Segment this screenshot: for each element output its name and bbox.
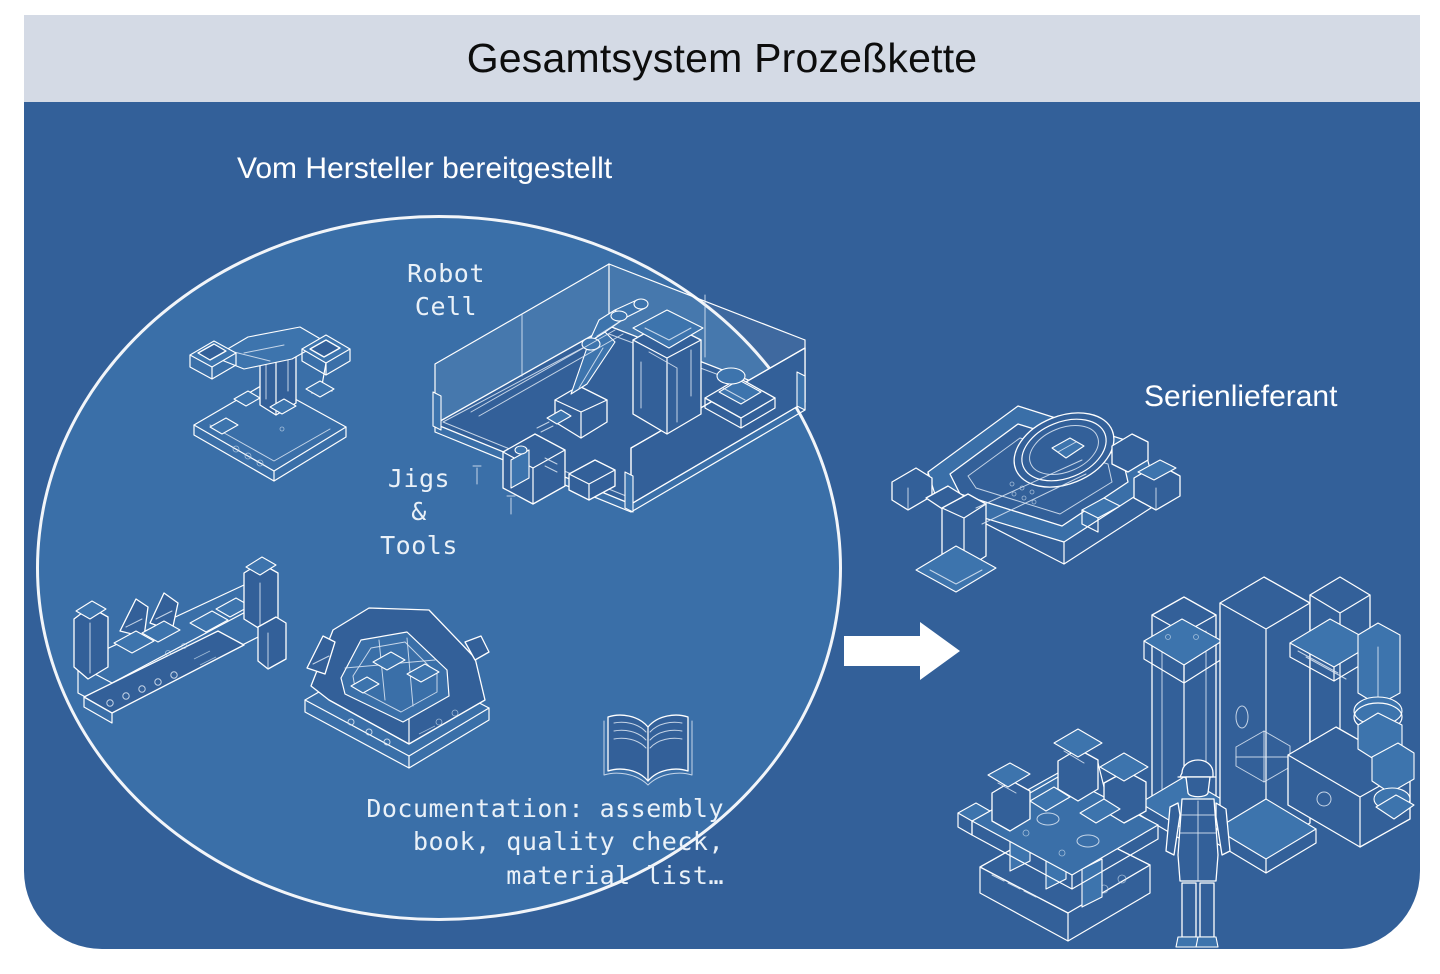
documentation-label: Documentation: assembly book, quality ch… [324,792,724,892]
vehicle-subframe-isometric-drawing [886,374,1206,604]
jig-fixture-center-isometric-drawing [289,582,509,782]
robot-cell-label-line1: Robot [407,259,485,288]
series-supplier-label: Serienlieferant [1144,380,1338,413]
flow-arrow-right-icon [842,620,962,682]
robot-cell-label: Robot Cell [361,257,531,324]
jigs-tools-label-line2: & [411,497,427,527]
jigs-tools-label-line1: Jigs [387,464,451,493]
robot-cell-isometric-drawing [419,252,819,552]
page-title: Gesamtsystem Prozeßkette [466,35,978,81]
jigs-tools-label: Jigs & Tools [349,462,489,562]
supplier-scope-ellipse [36,215,842,921]
jigs-tools-label-line3: Tools [380,530,458,560]
operator-figure-drawing [1165,759,1231,948]
jig-fixture-isometric-drawing [174,307,364,497]
title-bar: Gesamtsystem Prozeßkette [24,15,1420,102]
robot-cell-label-line2: Cell [414,292,478,322]
diagram-panel: Vom Hersteller bereitgestellt Serienlief… [24,102,1420,949]
production-line-isometric-drawing [954,576,1415,948]
documentation-label-line2: book, quality check, [412,827,724,857]
open-book-icon [598,705,698,791]
jig-fixture-large-isometric-drawing [64,527,294,747]
documentation-label-line3: material list… [506,860,724,890]
documentation-label-line1: Documentation: assembly [366,794,724,823]
supplier-scope-label: Vom Hersteller bereitgestellt [237,152,613,185]
